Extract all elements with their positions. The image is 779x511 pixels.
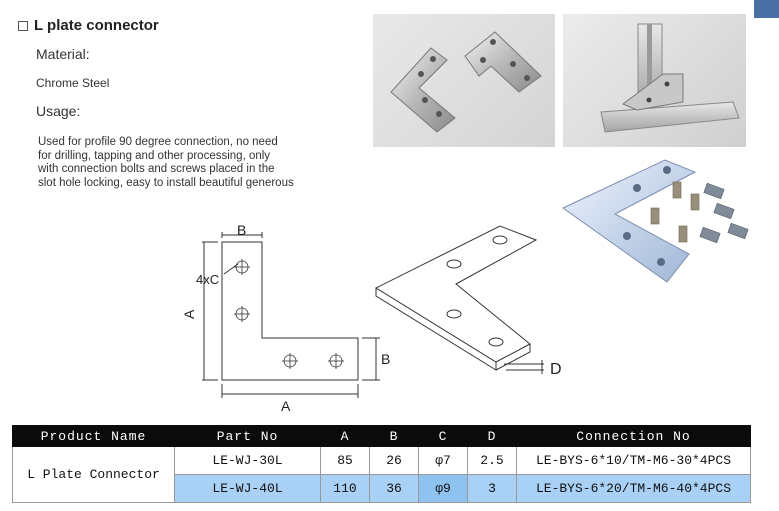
checkbox-icon bbox=[18, 20, 28, 31]
part-no-cell: LE-WJ-40L bbox=[174, 474, 321, 503]
material-value: Chrome Steel bbox=[36, 76, 110, 90]
product-photo-assembly bbox=[563, 14, 746, 147]
a-cell: 85 bbox=[320, 446, 370, 475]
usage-line: slot hole locking, easy to install beaut… bbox=[38, 176, 294, 189]
connection-no-cell: LE-BYS-6*10/TM-M6-30*4PCS bbox=[516, 446, 751, 475]
product-photo-plates bbox=[373, 14, 555, 147]
b-cell: 36 bbox=[369, 474, 419, 503]
part-no-cell: LE-WJ-30L bbox=[174, 446, 321, 475]
usage-line: Used for profile 90 degree connection, n… bbox=[38, 136, 278, 148]
header-c: C bbox=[418, 425, 468, 447]
table-header-row: Product Name Part No A B C D Connection … bbox=[12, 425, 751, 447]
dim-label-a-bottom: A bbox=[281, 398, 291, 414]
header-connection-no: Connection No bbox=[516, 425, 751, 447]
dim-label-d: D bbox=[550, 361, 562, 378]
isometric-drawing: D bbox=[366, 218, 581, 388]
spec-table: Product Name Part No A B C D Connection … bbox=[12, 425, 751, 503]
b-cell: 26 bbox=[369, 446, 419, 475]
product-photo-with-bolts bbox=[555, 150, 755, 290]
page-title: L plate connector bbox=[34, 17, 159, 34]
material-label: Material: bbox=[36, 46, 90, 62]
table-row: L Plate Connector LE-WJ-30L 85 26 φ7 2.5… bbox=[12, 446, 751, 503]
d-cell: 3 bbox=[467, 474, 517, 503]
corner-tab bbox=[754, 0, 779, 18]
title-row: L plate connector bbox=[18, 17, 159, 34]
connection-no-cell: LE-BYS-6*20/TM-M6-40*4PCS bbox=[516, 474, 751, 503]
header-part-no: Part No bbox=[174, 425, 321, 447]
header-a: A bbox=[320, 425, 370, 447]
d-cell: 2.5 bbox=[467, 446, 517, 475]
header-b: B bbox=[369, 425, 419, 447]
usage-label: Usage: bbox=[36, 103, 81, 119]
table-row: LE-WJ-40L 110 36 φ9 3 LE-BYS-6*20/TM-M6-… bbox=[13, 474, 751, 503]
dim-label-b-right: B bbox=[381, 351, 390, 367]
technical-drawing: B 4xC A B A bbox=[180, 218, 400, 423]
product-name-cell: L Plate Connector bbox=[12, 446, 175, 503]
usage-text: Used for profile 90 degree connection, n… bbox=[38, 136, 358, 190]
dim-label-a-left: A bbox=[181, 309, 197, 319]
c-cell: φ7 bbox=[418, 446, 468, 475]
a-cell: 110 bbox=[320, 474, 370, 503]
header-product-name: Product Name bbox=[12, 425, 175, 447]
dim-label-b-top: B bbox=[237, 222, 246, 238]
usage-line: with connection bolts and screws placed … bbox=[38, 163, 275, 175]
usage-line: for drilling, tapping and other processi… bbox=[38, 149, 271, 162]
dim-label-4xc: 4xC bbox=[196, 272, 219, 287]
header-d: D bbox=[467, 425, 517, 447]
c-cell: φ9 bbox=[418, 474, 468, 503]
